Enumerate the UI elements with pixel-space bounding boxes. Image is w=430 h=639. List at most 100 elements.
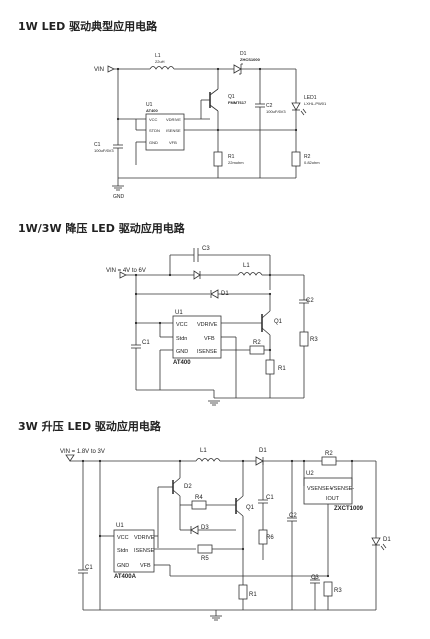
pin-isense-1: ISENSE	[166, 128, 181, 133]
resistor-r1-3	[238, 584, 248, 600]
schematic-1w3w-buck-driver: VIN = 4V to 6V C3 L1 D1	[106, 246, 318, 406]
label-c2-3: C2	[289, 513, 297, 519]
resistor-r4-3	[191, 500, 207, 510]
label-d1-3: D1	[259, 448, 267, 454]
pin-vcc-1: VCC	[149, 117, 158, 122]
section-title-1w: 1W LED 驱动典型应用电路	[18, 20, 158, 33]
pin-vcc-2: VCC	[176, 322, 188, 328]
pin-vdrive-3: VDRIVE	[134, 535, 155, 541]
label-c1-2: C1	[142, 340, 150, 346]
resistor-r2-3	[321, 456, 337, 466]
label-r2-1: R2	[304, 154, 311, 160]
label-r1-2: R1	[278, 366, 286, 372]
label-u1-1: U1	[146, 102, 153, 108]
pin-vsense-m-3: VSENSE-	[330, 486, 354, 492]
label-led1-1: LED1	[304, 95, 317, 101]
label-q1-2: Q1	[274, 319, 283, 325]
label-c1-1: C1	[94, 142, 101, 148]
vin-terminal-2	[119, 271, 127, 279]
chip-u1-3	[113, 529, 155, 573]
label-u1-part-3: AT400A	[114, 574, 137, 580]
label-r2-3: R2	[325, 451, 333, 457]
chip-u1-2	[172, 315, 222, 359]
pin-iout-3: IOUT	[326, 496, 340, 502]
label-q1-1: Q1	[228, 94, 235, 100]
pin-isense-3: ISENSE	[134, 548, 155, 554]
pin-stdn-1: STDN	[149, 128, 160, 133]
label-c2-1: C2	[266, 103, 273, 109]
label-r3-2: R3	[310, 337, 318, 343]
diode-d1-3	[255, 456, 264, 466]
vin-terminal-1	[107, 65, 115, 73]
led-led1-1	[291, 102, 301, 111]
inductor-l1-3	[195, 458, 221, 462]
vin-terminal-3	[65, 454, 75, 462]
pin-gnd-1: GND	[149, 140, 158, 145]
label-r1-val-1: 22mohm	[228, 160, 244, 165]
label-r6-3: R6	[266, 535, 274, 541]
pin-gnd-3: GND	[117, 563, 129, 569]
label-d2-3: D2	[184, 484, 192, 490]
label-c1b-3: C1	[85, 565, 93, 571]
label-l1-2: L1	[243, 263, 250, 269]
diode-d1-2	[210, 289, 219, 299]
label-d1-part-1: ZHCS1000	[240, 57, 261, 62]
label-c3-2: C3	[202, 246, 210, 252]
label-l1-3: L1	[200, 448, 207, 454]
led-d1-3	[371, 537, 381, 546]
label-c3-3: C3	[311, 575, 319, 581]
chip-u1-1	[145, 113, 185, 151]
label-r2-2: R2	[253, 340, 261, 346]
label-r3-3: R3	[334, 588, 342, 594]
pin-vdrive-2: VDRIVE	[197, 322, 218, 328]
schematic-3w-boost-driver: VIN = 1.8V to 3V L1 D1 R2 D2	[60, 448, 391, 621]
label-vin-2: VIN = 4V to 6V	[106, 268, 146, 274]
pin-stdn-3: Stdn	[117, 548, 128, 554]
label-r1-3: R1	[249, 592, 257, 598]
resistor-r3-2	[299, 331, 309, 347]
label-u2-3: U2	[306, 471, 314, 477]
pin-gnd-2: GND	[176, 349, 188, 355]
inductor-l1-2	[237, 272, 263, 276]
label-r5-3: R5	[201, 556, 209, 562]
label-d1-1: D1	[240, 51, 247, 57]
diode-d3-3	[190, 525, 199, 535]
pin-vsense-p-3: VSENSE+	[307, 486, 333, 492]
inductor-l1-1	[149, 66, 175, 70]
section-title-3w: 3W 升压 LED 驱动应用电路	[18, 420, 161, 433]
label-r1-1: R1	[228, 154, 235, 160]
label-r2-val-1: 0.82ohm	[304, 160, 320, 165]
pin-vfb-3: VFB	[140, 563, 151, 569]
label-u1-3: U1	[116, 523, 124, 529]
label-u1-part-1: AT400	[146, 108, 158, 113]
label-u2-part-3: ZXCT1009	[334, 506, 364, 512]
pin-stdn-2: Stdn	[176, 336, 187, 342]
resistor-r2-2	[249, 345, 265, 355]
resistor-r1-2	[265, 359, 275, 375]
pin-vcc-3: VCC	[117, 535, 129, 541]
label-vin-1: VIN	[94, 67, 104, 73]
pin-vdrive-1: VDRIVE	[166, 117, 181, 122]
resistor-r5-3	[197, 544, 213, 554]
label-c1-3: C1	[266, 495, 274, 501]
resistor-r1-1	[213, 151, 223, 167]
label-vin-3: VIN = 1.8V to 3V	[60, 449, 105, 455]
label-led-d1-3: D1	[383, 537, 391, 543]
label-q1-part-1: FMMT617	[228, 100, 247, 105]
chip-u2-3	[303, 477, 353, 505]
label-l1-val-1: 22uH	[155, 59, 165, 64]
pin-isense-2: ISENSE	[197, 349, 218, 355]
diode-d1-1	[233, 64, 242, 74]
resistor-r2-1	[291, 151, 301, 167]
label-led1-part-1: LXHL-PW01	[304, 101, 327, 106]
pin-vfb-1: VFB	[169, 140, 177, 145]
schematic-1w-led-driver: VIN L1 22uH D1 ZHCS1000 C1 100uF/6V3	[94, 51, 327, 200]
label-r4-3: R4	[195, 495, 203, 501]
label-u1-2: U1	[175, 310, 183, 316]
label-d3-3: D3	[201, 525, 209, 531]
label-l1-1: L1	[155, 53, 161, 59]
label-gnd-1: GND	[113, 194, 125, 200]
label-q1-3: Q1	[246, 505, 255, 511]
